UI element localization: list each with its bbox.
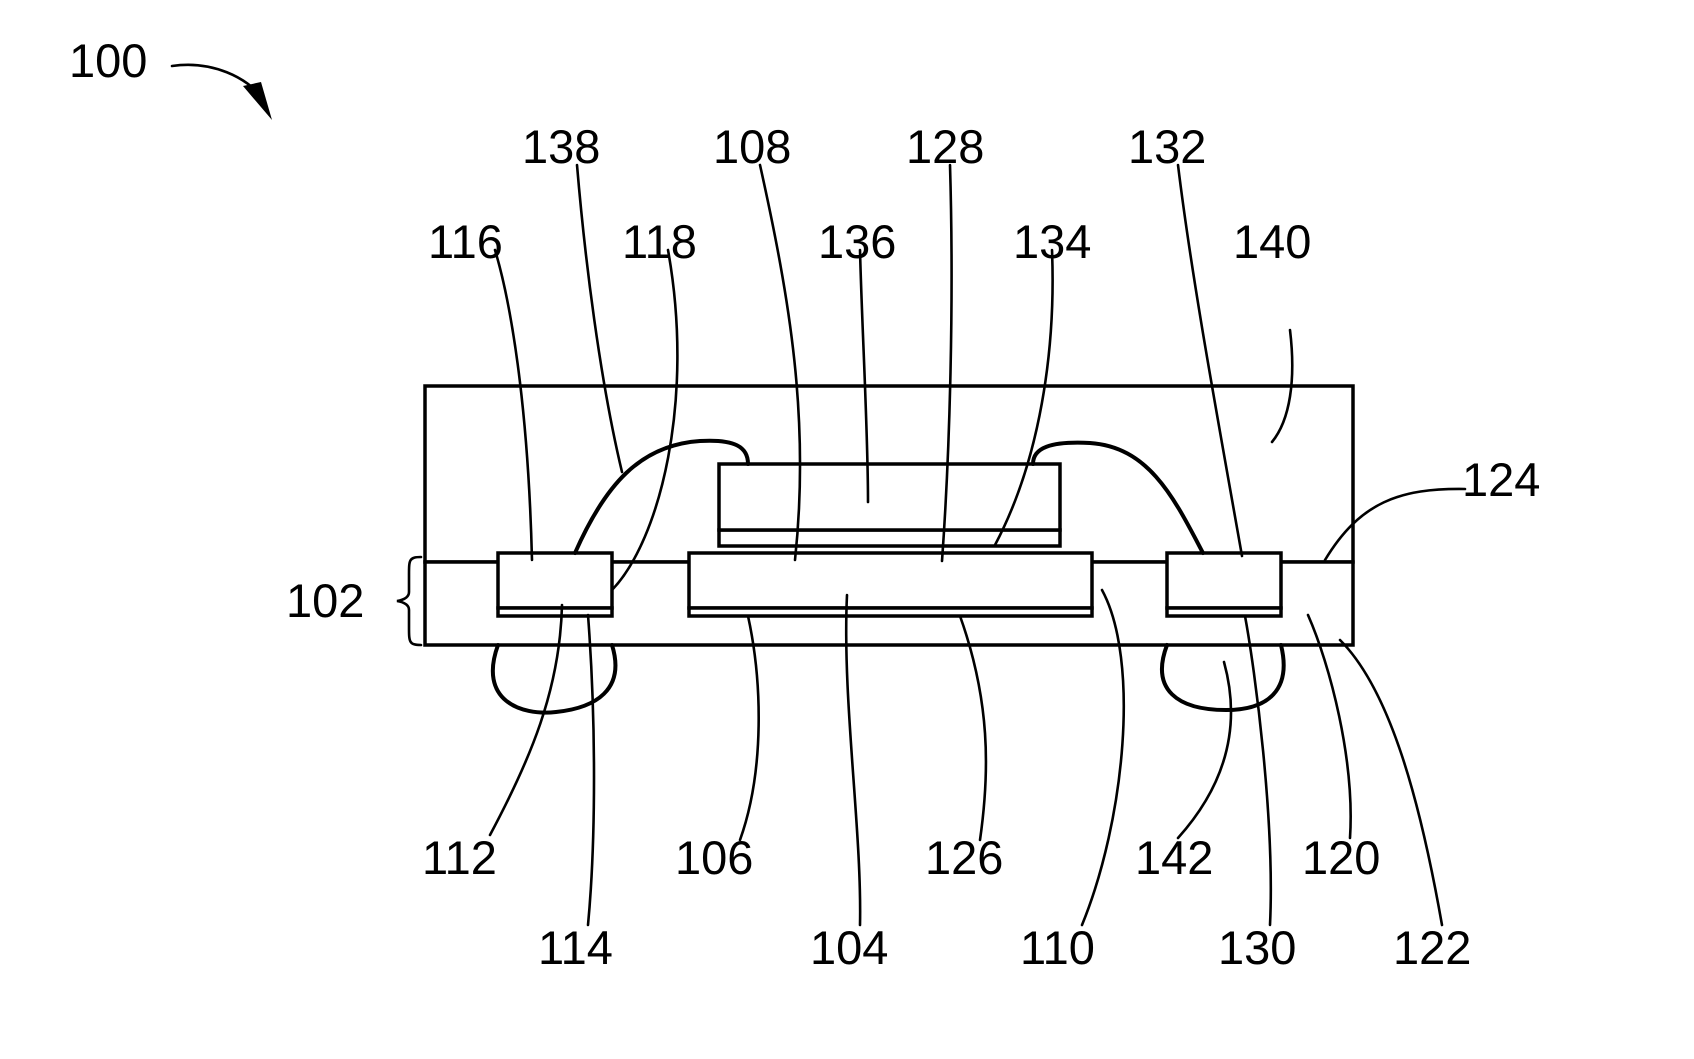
label-114: 114: [538, 921, 613, 974]
right-solder-bump: [1162, 645, 1284, 710]
label-124: 124: [1462, 453, 1540, 506]
label-132: 132: [1128, 120, 1206, 173]
label-136: 136: [818, 215, 896, 268]
figure-arrow-head: [243, 82, 272, 120]
right-lead-underlayer: [1167, 608, 1281, 616]
left-lead-pad: [498, 553, 612, 608]
semiconductor-die: [719, 464, 1060, 530]
die-attach-layer: [719, 530, 1060, 546]
die-pad: [689, 553, 1092, 608]
label-134: 134: [1013, 215, 1091, 268]
label-108: 108: [713, 120, 791, 173]
label-112: 112: [422, 831, 497, 884]
label-116: 116: [428, 215, 503, 268]
die-pad-underlayer: [689, 608, 1092, 616]
right-lead-pad: [1167, 553, 1281, 608]
label-102: 102: [286, 574, 364, 627]
label-130: 130: [1218, 921, 1296, 974]
label-128: 128: [906, 120, 984, 173]
label-104: 104: [810, 921, 888, 974]
substrate-brace: [397, 557, 421, 645]
label-100: 100: [69, 34, 147, 87]
label-106: 106: [675, 831, 753, 884]
label-110: 110: [1020, 921, 1095, 974]
label-120: 120: [1302, 831, 1380, 884]
label-140: 140: [1233, 215, 1311, 268]
label-122: 122: [1393, 921, 1471, 974]
figure-arrow-shaft: [172, 65, 262, 98]
label-118: 118: [622, 215, 697, 268]
label-126: 126: [925, 831, 1003, 884]
left-lead-underlayer: [498, 608, 612, 616]
label-138: 138: [522, 120, 600, 173]
label-142: 142: [1135, 831, 1213, 884]
